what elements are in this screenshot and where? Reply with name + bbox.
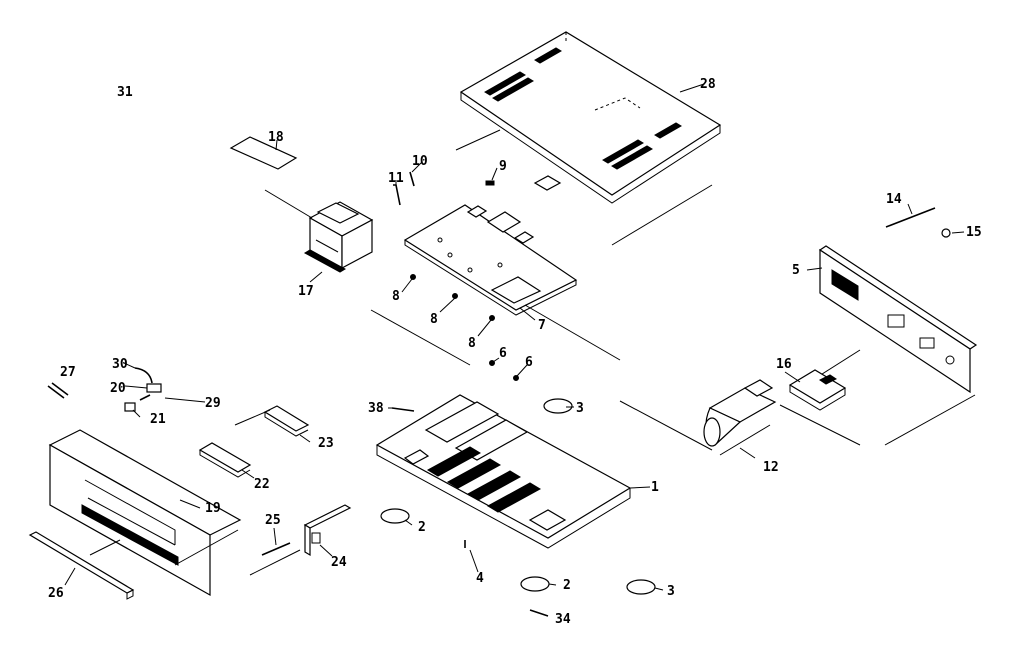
label-part-25: 25 <box>265 513 281 528</box>
guide-line <box>611 184 713 246</box>
guide-line <box>719 424 771 456</box>
guide-line <box>174 529 239 566</box>
part-5-rear-panel <box>818 245 978 394</box>
label-part-12: 12 <box>763 460 779 475</box>
label-part-29: 29 <box>205 396 221 411</box>
label-part-3-b: 3 <box>667 584 675 599</box>
part-28-top-cover <box>459 31 722 204</box>
part-1-chassis <box>375 394 632 549</box>
label-part-15: 15 <box>966 225 982 240</box>
guide-line <box>884 394 976 446</box>
label-part-7: 7 <box>538 318 546 333</box>
label-part-17: 17 <box>298 284 314 299</box>
guide-line <box>455 129 501 151</box>
part-19-front-panel <box>48 429 242 597</box>
label-part-11: 11 <box>388 171 404 186</box>
label-part-8-c: 8 <box>468 336 476 351</box>
guide-line <box>619 400 713 451</box>
label-part-20: 20 <box>110 381 126 396</box>
label-part-1: 1 <box>651 480 659 495</box>
label-part-26: 26 <box>48 586 64 601</box>
label-part-38: 38 <box>368 401 384 416</box>
part-23-board <box>263 405 310 437</box>
label-part-28: 28 <box>700 77 716 92</box>
part-16-bracket <box>788 369 847 411</box>
part-38-screw <box>391 407 415 412</box>
label-part-23: 23 <box>318 436 334 451</box>
part-22-holder <box>198 442 252 478</box>
part-26-trim <box>28 531 135 600</box>
part-25-clip <box>261 542 291 556</box>
switch-parts <box>124 367 186 412</box>
part-34-screw <box>529 609 549 617</box>
guide-line <box>234 409 271 426</box>
part-14-rod <box>885 207 936 228</box>
part-12-fan <box>703 379 777 447</box>
label-part-4: 4 <box>476 571 484 586</box>
label-part-6-a: 6 <box>499 346 507 361</box>
part-17-transformer <box>303 201 374 273</box>
guide-line <box>779 404 861 446</box>
callout-labels: 31 28 18 10 9 11 14 15 5 17 8 8 7 8 6 6 … <box>48 77 982 627</box>
guide-line <box>89 539 121 556</box>
part-24-bracket <box>303 504 352 557</box>
label-part-27: 27 <box>60 365 76 380</box>
label-part-22: 22 <box>254 477 270 492</box>
label-part-34: 34 <box>555 612 571 627</box>
guide-line <box>264 189 313 219</box>
label-part-16: 16 <box>776 357 792 372</box>
part-15-nut <box>941 228 951 238</box>
part-27-spring <box>47 385 65 399</box>
label-part-8-a: 8 <box>392 289 400 304</box>
part-18-label-plate <box>229 136 298 170</box>
label-part-31: 31 <box>117 85 133 100</box>
label-part-6-b: 6 <box>525 355 533 370</box>
part-27-spring <box>51 382 69 396</box>
part-7-main-board <box>403 204 578 316</box>
guide-line <box>370 309 471 366</box>
guide-line <box>629 486 651 489</box>
label-part-10: 10 <box>412 154 428 169</box>
label-part-24: 24 <box>331 555 347 570</box>
label-part-8-b: 8 <box>430 312 438 327</box>
guide-line <box>524 304 621 361</box>
label-part-18: 18 <box>268 130 284 145</box>
feet-parts <box>380 398 656 595</box>
label-part-3-a: 3 <box>576 401 584 416</box>
label-part-14: 14 <box>886 192 902 207</box>
guide-line <box>249 549 301 576</box>
label-part-2-a: 2 <box>418 520 426 535</box>
label-part-5: 5 <box>792 263 800 278</box>
label-part-21: 21 <box>150 412 166 427</box>
label-part-2-b: 2 <box>563 578 571 593</box>
label-part-30: 30 <box>112 357 128 372</box>
label-part-9: 9 <box>499 159 507 174</box>
leader-lines <box>64 83 965 591</box>
label-part-19: 19 <box>205 501 221 516</box>
